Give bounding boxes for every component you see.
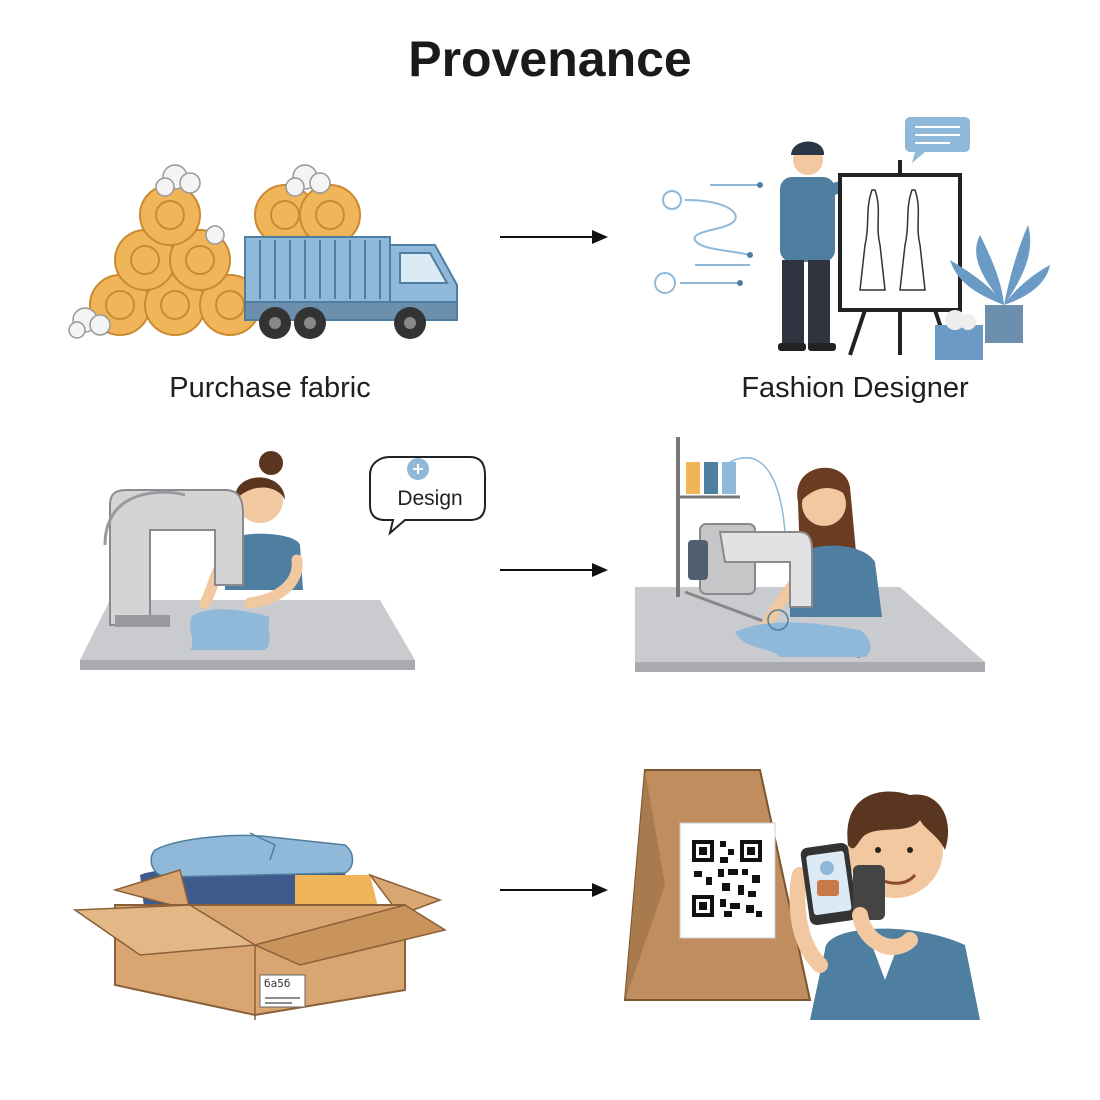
- flow-arrow: [500, 227, 610, 247]
- stitching-illustration: [630, 432, 1000, 682]
- sewing-illustration: [75, 445, 495, 675]
- box-label: ба5б: [264, 977, 291, 990]
- step-caption-designer: Fashion Designer: [700, 372, 1010, 405]
- packing-box-illustration: [70, 815, 460, 1025]
- step-caption-purchase: Purchase fabric: [120, 372, 420, 405]
- fashion-designer-illustration: [650, 115, 1050, 365]
- qr-scan-illustration: [620, 765, 990, 1035]
- flow-arrow: [500, 560, 610, 580]
- design-bubble-label: Design: [375, 487, 485, 511]
- diagram-title: Provenance: [0, 30, 1100, 88]
- flow-arrow: [500, 880, 610, 900]
- cotton-truck-illustration: [65, 155, 465, 355]
